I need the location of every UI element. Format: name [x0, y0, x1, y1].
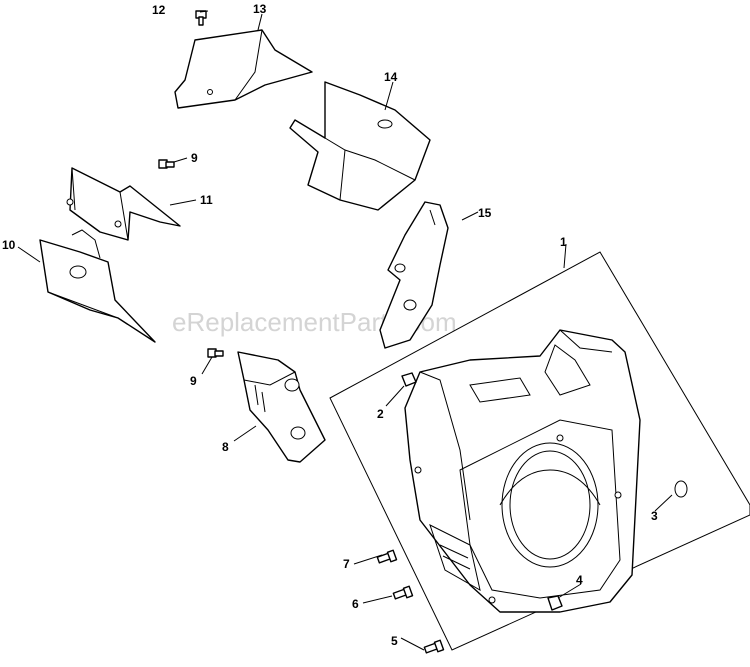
callout-7: 7 — [343, 557, 350, 571]
callout-3: 3 — [651, 509, 658, 523]
callout-5: 5 — [391, 634, 398, 648]
callout-8: 8 — [222, 440, 229, 454]
part-14-shroud[interactable] — [289, 81, 431, 211]
part-1-group-outline — [329, 251, 750, 651]
callout-15: 15 — [478, 206, 492, 220]
part-5-screw[interactable] — [423, 639, 445, 654]
callout-1: 1 — [560, 235, 567, 249]
part-12-screw[interactable] — [195, 10, 207, 26]
part-6-screw[interactable] — [392, 585, 414, 600]
part-10-baffle[interactable] — [39, 229, 156, 343]
callout-11: 11 — [200, 193, 213, 207]
callout-9-upper: 9 — [191, 151, 198, 165]
callout-4: 4 — [576, 573, 583, 587]
leader-lines — [17, 10, 673, 651]
callout-12: 12 — [152, 3, 166, 17]
callout-2: 2 — [377, 407, 384, 421]
callout-6: 6 — [352, 597, 359, 611]
part-13-shield[interactable] — [174, 29, 313, 109]
part-1-blower-housing[interactable] — [404, 329, 641, 613]
part-11-bracket-plate[interactable] — [66, 167, 181, 241]
callout-13: 13 — [253, 2, 267, 16]
callout-14: 14 — [384, 70, 398, 84]
part-3-ring[interactable] — [674, 480, 688, 498]
part-1-fan-opening — [501, 442, 599, 568]
part-4-clip[interactable] — [547, 595, 563, 611]
callout-10: 10 — [2, 238, 16, 252]
part-2-nut[interactable] — [401, 372, 417, 387]
part-15-support-bracket[interactable] — [379, 201, 449, 349]
part-9-bolt-lower[interactable] — [207, 348, 224, 358]
part-7-screw[interactable] — [376, 549, 398, 564]
callout-9-lower: 9 — [190, 374, 197, 388]
part-9-bolt-upper[interactable] — [158, 159, 175, 169]
part-8-bracket[interactable] — [237, 351, 326, 463]
